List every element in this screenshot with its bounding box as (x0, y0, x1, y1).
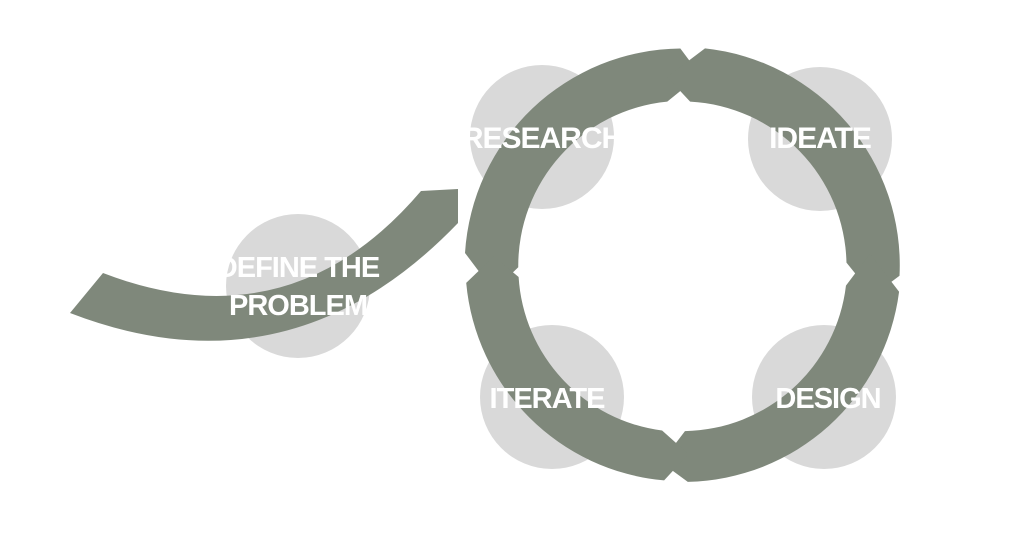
label-design: DESIGN (775, 383, 880, 415)
label-ideate: IDEATE (769, 122, 871, 155)
label-define-line1: DEFINE THE (217, 252, 380, 284)
label-research: RESEARCH (462, 122, 622, 155)
label-define-line2: PROBLEM (229, 290, 367, 322)
cycle-ring (465, 48, 900, 482)
cycle-arrow-iterate-to-research (466, 256, 689, 481)
step-labels: DEFINE THE PROBLEM RESEARCH IDEATE DESIG… (217, 122, 882, 415)
cycle-arrow-design-to-iterate (661, 253, 900, 482)
lead-in-arrow (70, 189, 458, 341)
label-iterate: ITERATE (490, 383, 606, 415)
